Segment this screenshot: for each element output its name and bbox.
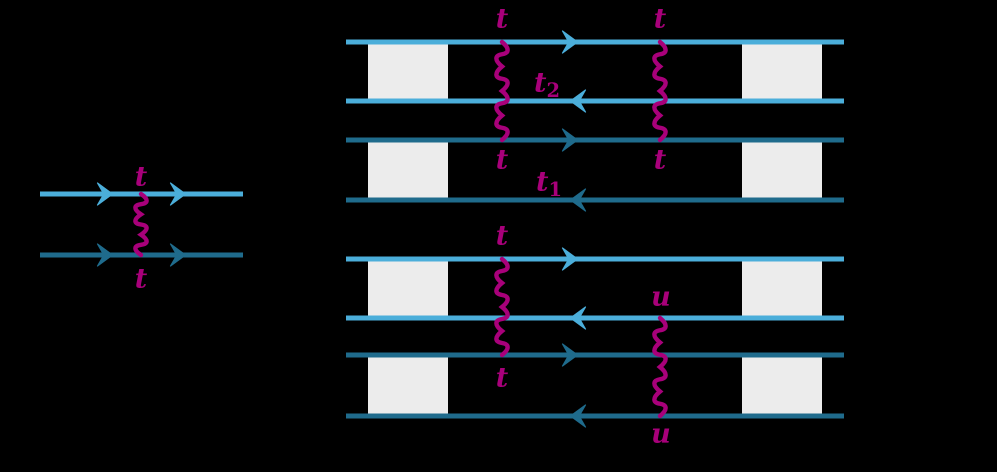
interaction-blob-group (368, 42, 822, 416)
br-label-t-upper-glyph: t (495, 220, 509, 252)
br-blob-lower-left (368, 355, 448, 416)
left-label-top: t (135, 164, 147, 191)
br-wavy-right (652, 315, 668, 419)
br-label-u-upper-glyph: u (651, 281, 671, 313)
left-wavy (133, 191, 149, 258)
tr-label-t1-subscript: 1 (548, 178, 563, 201)
tr-line-2-arrowhead-1 (569, 89, 587, 113)
tr-label-t-lower-right-glyph: t (653, 144, 667, 176)
tr-line-1-arrowhead-1 (561, 30, 579, 54)
br-wavy-left (494, 256, 510, 358)
left-label-bottom: t (135, 266, 147, 293)
tr-label-t-upper-left-glyph: t (495, 3, 509, 35)
tr-wavy-left (494, 39, 510, 143)
br-line-3-arrowhead-1 (561, 343, 579, 367)
br-label-u-upper: u (651, 284, 671, 311)
br-line-4-arrowhead-1 (569, 404, 587, 428)
tr-blob-upper-right (742, 42, 822, 101)
br-blob-upper-left (368, 259, 448, 318)
left-line-bottom-arrowhead-2 (169, 243, 187, 267)
tr-label-t2: t2 (534, 70, 560, 101)
br-blob-lower-right (742, 355, 822, 416)
tr-label-t-lower-left-glyph: t (495, 144, 509, 176)
tr-wavy-right (652, 39, 668, 143)
tr-blob-lower-left (368, 140, 448, 200)
tr-line-4-arrowhead-1 (569, 188, 587, 212)
br-line-1-arrowhead-1 (561, 247, 579, 271)
tr-line-3-arrowhead-1 (561, 128, 579, 152)
tr-label-t2-glyph: t (533, 67, 547, 99)
tr-blob-lower-right (742, 140, 822, 200)
br-label-u-lower: u (651, 421, 671, 448)
tr-label-t-upper-left: t (496, 6, 508, 33)
br-blob-upper-right (742, 259, 822, 318)
tr-label-t2-subscript: 2 (546, 79, 561, 102)
br-line-2-arrowhead-1 (569, 306, 587, 330)
left-label-top-glyph: t (134, 161, 148, 193)
tr-label-t-upper-right: t (654, 6, 666, 33)
tr-label-t-upper-right-glyph: t (653, 3, 667, 35)
left-line-top-arrowhead-2 (169, 182, 187, 206)
br-label-t-upper: t (496, 223, 508, 250)
br-label-u-lower-glyph: u (651, 418, 671, 450)
left-line-bottom-arrowhead-1 (96, 243, 114, 267)
tr-label-t-lower-left: t (496, 147, 508, 174)
br-label-t-lower: t (496, 365, 508, 392)
tr-label-t1-glyph: t (535, 166, 549, 198)
tr-label-t-lower-right: t (654, 147, 666, 174)
br-label-t-lower-glyph: t (495, 362, 509, 394)
left-line-top-arrowhead-1 (96, 182, 114, 206)
tr-blob-upper-left (368, 42, 448, 101)
boson-exchange-group (133, 39, 668, 419)
tr-label-t1: t1 (536, 169, 562, 200)
left-label-bottom-glyph: t (134, 263, 148, 295)
